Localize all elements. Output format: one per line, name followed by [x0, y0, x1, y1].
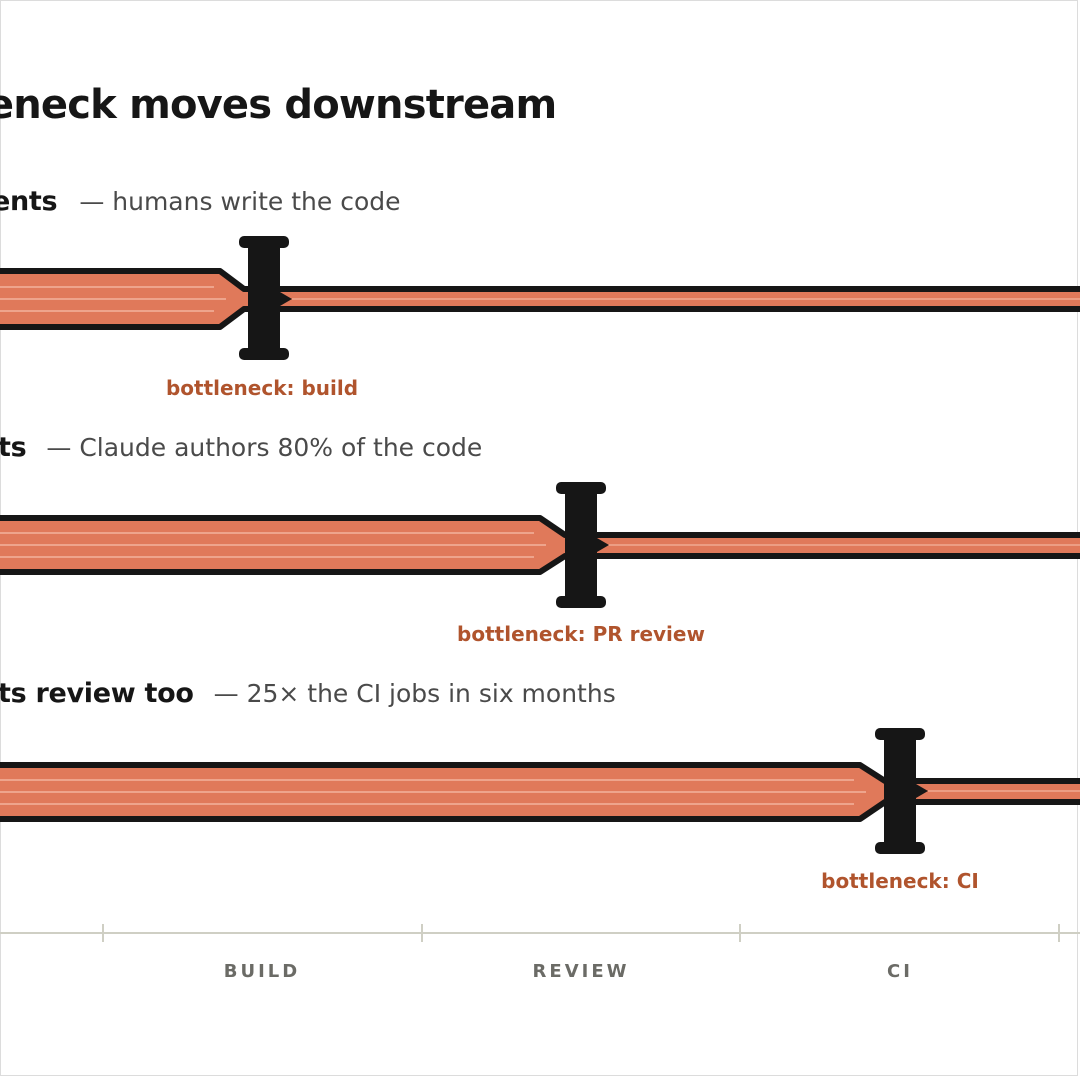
row-1-label: ents — humans write the code	[0, 186, 401, 217]
row-3-description: — 25× the CI jobs in six months	[213, 679, 616, 708]
row-1-pipe	[0, 268, 1080, 330]
stage-axis	[0, 924, 1080, 942]
row-3-pipe	[0, 762, 1080, 822]
row-2-label: ts — Claude authors 80% of the code	[0, 432, 482, 463]
row-3-heading: ts review too	[0, 678, 194, 709]
figure-title: leneck moves downstream	[0, 82, 557, 128]
row-3-bottleneck-icon	[875, 728, 928, 854]
row-2-bottleneck-label: bottleneck: PR review	[457, 622, 705, 646]
row-1-bottleneck-label: bottleneck: build	[165, 376, 359, 400]
row-1-description: — humans write the code	[79, 187, 401, 216]
row-2-pipe	[0, 515, 1080, 575]
row-2-bottleneck-icon	[556, 482, 609, 608]
row-1-bottleneck-icon	[239, 236, 292, 360]
row-1-heading: ents	[0, 186, 58, 217]
stage-label-build: BUILD	[223, 961, 301, 982]
row-2-description: — Claude authors 80% of the code	[46, 433, 483, 462]
stage-label-ci: CI	[887, 961, 913, 982]
row-2-heading: ts	[0, 432, 27, 463]
row-3-bottleneck-label: bottleneck: CI	[821, 869, 979, 893]
row-3-label: ts review too — 25× the CI jobs in six mo…	[0, 678, 616, 709]
stage-label-review: REVIEW	[532, 961, 630, 982]
